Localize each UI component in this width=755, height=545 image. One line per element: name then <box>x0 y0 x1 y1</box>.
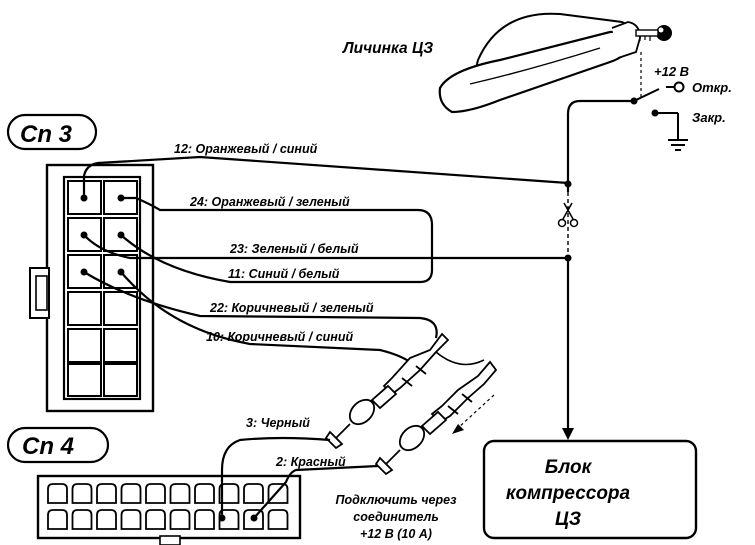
cn4-pin <box>96 509 117 530</box>
cn4-pin <box>218 483 240 504</box>
switch-wire <box>566 99 634 183</box>
switch-open-label: Откр. <box>692 80 732 95</box>
switch-close-label: Закр. <box>692 110 726 125</box>
compressor-line2: компрессора <box>506 483 631 504</box>
cn4-pin <box>267 509 289 530</box>
dashed-arrow-line <box>457 394 495 429</box>
wire-label-11: 11: Синий / белый <box>228 267 340 281</box>
wire-3 <box>220 436 331 518</box>
wire-12 <box>82 155 569 198</box>
wire-label-2: 2: Красный <box>275 455 346 469</box>
compressor-block <box>482 439 698 540</box>
inline-connector-left <box>324 332 450 450</box>
cn4-pin-grid <box>47 483 289 530</box>
wire-label-22: 22: Коричневый / зеленый <box>209 301 374 315</box>
cn4-pin <box>120 509 142 530</box>
cn4-pin <box>71 509 93 530</box>
key-icon <box>635 25 672 41</box>
cn4-pin <box>267 483 289 504</box>
switch-plus12-label: +12 В <box>654 64 689 79</box>
cn4-pin <box>120 483 142 504</box>
cn4-pin <box>145 509 166 530</box>
cn4-pin <box>194 483 215 504</box>
inline-connector-right <box>374 360 498 476</box>
wires-cn3 <box>80 155 569 363</box>
compressor-line3: ЦЗ <box>555 509 581 530</box>
connect-note-line3: +12 В (10 А) <box>360 527 432 541</box>
cn4-pin <box>169 509 191 530</box>
wire-label-23: 23: Зеленый / белый <box>229 242 359 256</box>
door-handle-icon <box>438 12 641 114</box>
wire-23 <box>83 234 568 260</box>
lock-cylinder-label: Личинка ЦЗ <box>342 40 433 57</box>
cn4-pin <box>47 483 68 504</box>
cn4-label: Cn 4 <box>22 433 74 460</box>
dashed-arrow-icon <box>452 424 464 434</box>
arrow-down-icon <box>562 428 574 440</box>
compressor-line1: Блок <box>545 457 593 478</box>
cn4-pin <box>71 483 93 504</box>
cn3-label: Cn 3 <box>20 121 73 148</box>
wire-22 <box>83 271 438 339</box>
connect-note-line1: Подключить через <box>336 493 458 507</box>
door-switch <box>630 52 688 151</box>
cn4-pin <box>218 509 240 530</box>
wire-2 <box>253 464 379 519</box>
wire-link-inline <box>435 351 485 366</box>
ground-icon <box>668 139 688 151</box>
wire-label-10: 10: Коричневый / синий <box>206 330 353 344</box>
scissors-icon <box>557 202 579 228</box>
cn4-pin <box>47 509 68 530</box>
wire-11 <box>120 234 318 284</box>
cn4-pin <box>96 483 117 504</box>
wire-label-3: 3: Черный <box>246 416 310 430</box>
wire-label-24: 24: Оранжевый / зеленый <box>189 195 350 209</box>
cn4-pin <box>145 483 166 504</box>
connector-cn4 <box>6 426 302 545</box>
wire-label-12: 12: Оранжевый / синий <box>174 142 318 156</box>
cn4-pin <box>169 483 191 504</box>
wire-10 <box>120 271 411 363</box>
cn4-pin <box>194 509 215 530</box>
connect-note-line2: соединитель <box>353 510 439 524</box>
cn4-pin <box>243 483 264 504</box>
wire-24 <box>121 196 434 284</box>
connector-cn3 <box>6 113 155 413</box>
